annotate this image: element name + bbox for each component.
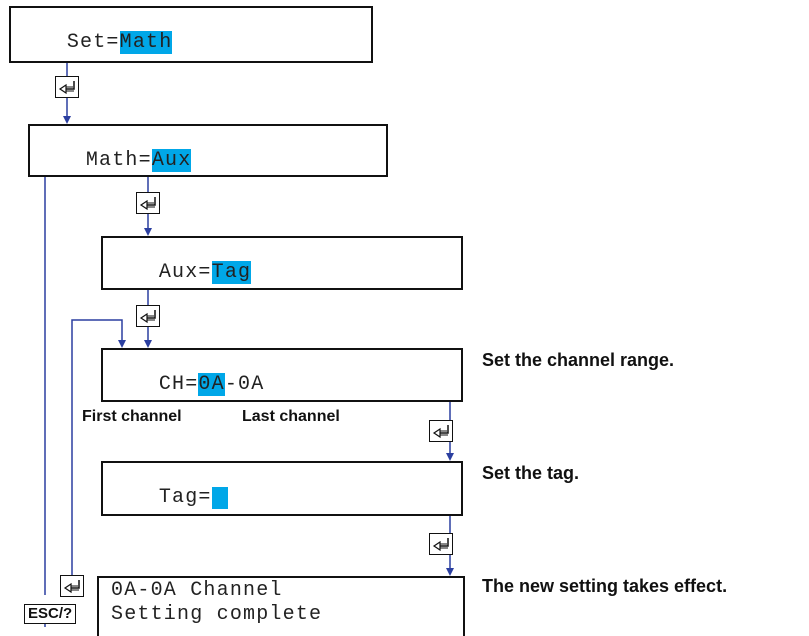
- math-prefix: Math=: [85, 149, 152, 172]
- note-channel-range: Set the channel range.: [482, 350, 675, 370]
- note-tag: Set the tag.: [482, 463, 580, 483]
- label-last-channel: Last channel: [242, 408, 340, 425]
- enter-key-icon[interactable]: [60, 575, 84, 597]
- enter-key-icon[interactable]: [136, 192, 160, 214]
- screen-set: Set=Math: [9, 6, 373, 63]
- label-first-channel: First channel: [82, 408, 182, 425]
- aux-value[interactable]: Tag: [211, 261, 252, 284]
- channel-last-value[interactable]: -0A: [224, 373, 265, 396]
- math-value[interactable]: Aux: [151, 149, 192, 172]
- enter-key-icon[interactable]: [429, 533, 453, 555]
- complete-line-2: Setting complete: [111, 603, 323, 626]
- screen-tag: Tag=: [101, 461, 463, 516]
- screen-aux: Aux=Tag: [101, 236, 463, 290]
- channel-prefix: CH=: [158, 373, 199, 396]
- enter-key-icon[interactable]: [136, 305, 160, 327]
- screen-complete: 0A-0A Channel Setting complete: [97, 576, 465, 636]
- channel-first-value[interactable]: 0A: [198, 373, 225, 396]
- set-prefix: Set=: [66, 31, 120, 54]
- enter-key-icon[interactable]: [429, 420, 453, 442]
- enter-key-icon[interactable]: [55, 76, 79, 98]
- screen-channel: CH=0A-0A: [101, 348, 463, 402]
- enter-arrow-icon: [139, 310, 156, 324]
- enter-arrow-icon: [139, 197, 156, 211]
- tag-prefix: Tag=: [158, 486, 212, 509]
- enter-arrow-icon: [432, 538, 449, 552]
- set-value[interactable]: Math: [119, 31, 173, 54]
- esc-key[interactable]: ESC/?: [24, 604, 77, 624]
- tag-input-cursor[interactable]: [211, 487, 228, 509]
- complete-line-1: 0A-0A Channel: [111, 579, 283, 602]
- enter-arrow-icon: [432, 425, 449, 439]
- screen-math: Math=Aux: [28, 124, 388, 177]
- enter-arrow-icon: [58, 81, 75, 95]
- enter-arrow-icon: [63, 580, 80, 594]
- note-effect: The new setting takes effect.: [482, 576, 728, 596]
- aux-prefix: Aux=: [158, 261, 212, 284]
